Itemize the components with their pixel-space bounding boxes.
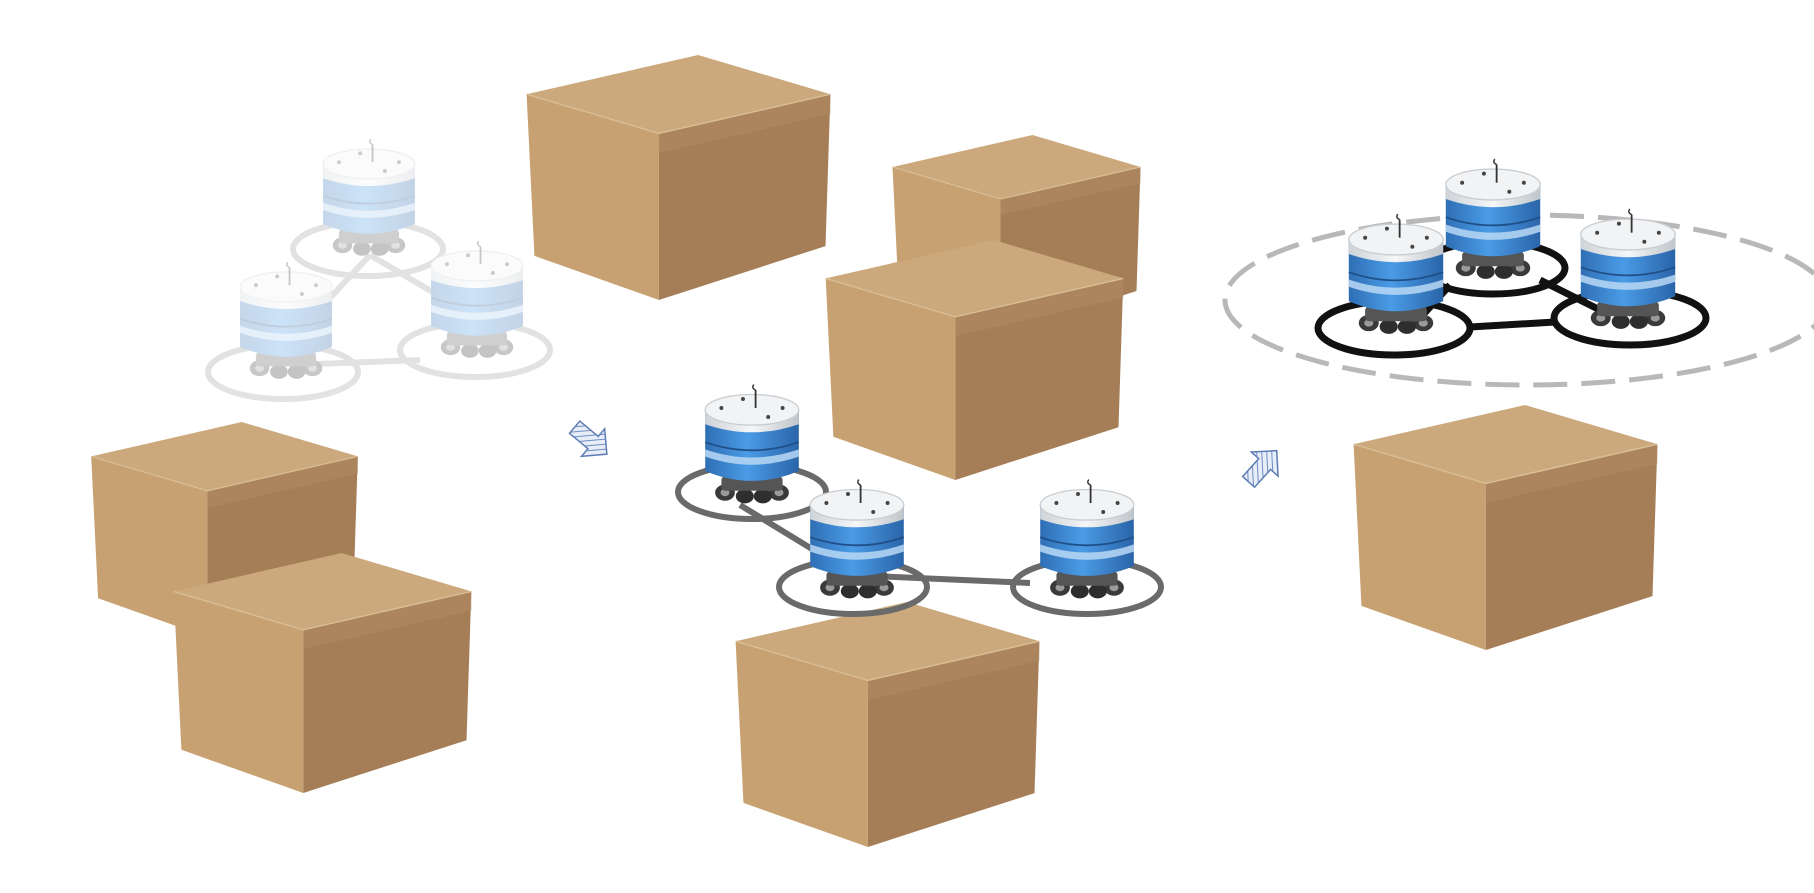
robot-icon <box>809 478 905 600</box>
robot-icon <box>430 240 524 359</box>
robot-icon <box>322 138 416 257</box>
robot-icon <box>1347 213 1445 335</box>
formation-transit <box>675 383 1164 617</box>
box-top-center <box>525 54 832 301</box>
robot-icon <box>1444 158 1542 280</box>
hatched-arrow-icon <box>1241 449 1279 489</box>
box-bottom-center <box>734 601 1041 848</box>
robot-icon <box>1039 478 1135 600</box>
formation-goal <box>1222 158 1814 388</box>
hatched-arrow-icon <box>568 419 608 458</box>
robot-icon <box>704 383 800 505</box>
box-left-front <box>172 552 473 794</box>
formation-start <box>205 138 553 402</box>
box-right <box>1352 404 1659 651</box>
box-center-right <box>824 239 1125 481</box>
